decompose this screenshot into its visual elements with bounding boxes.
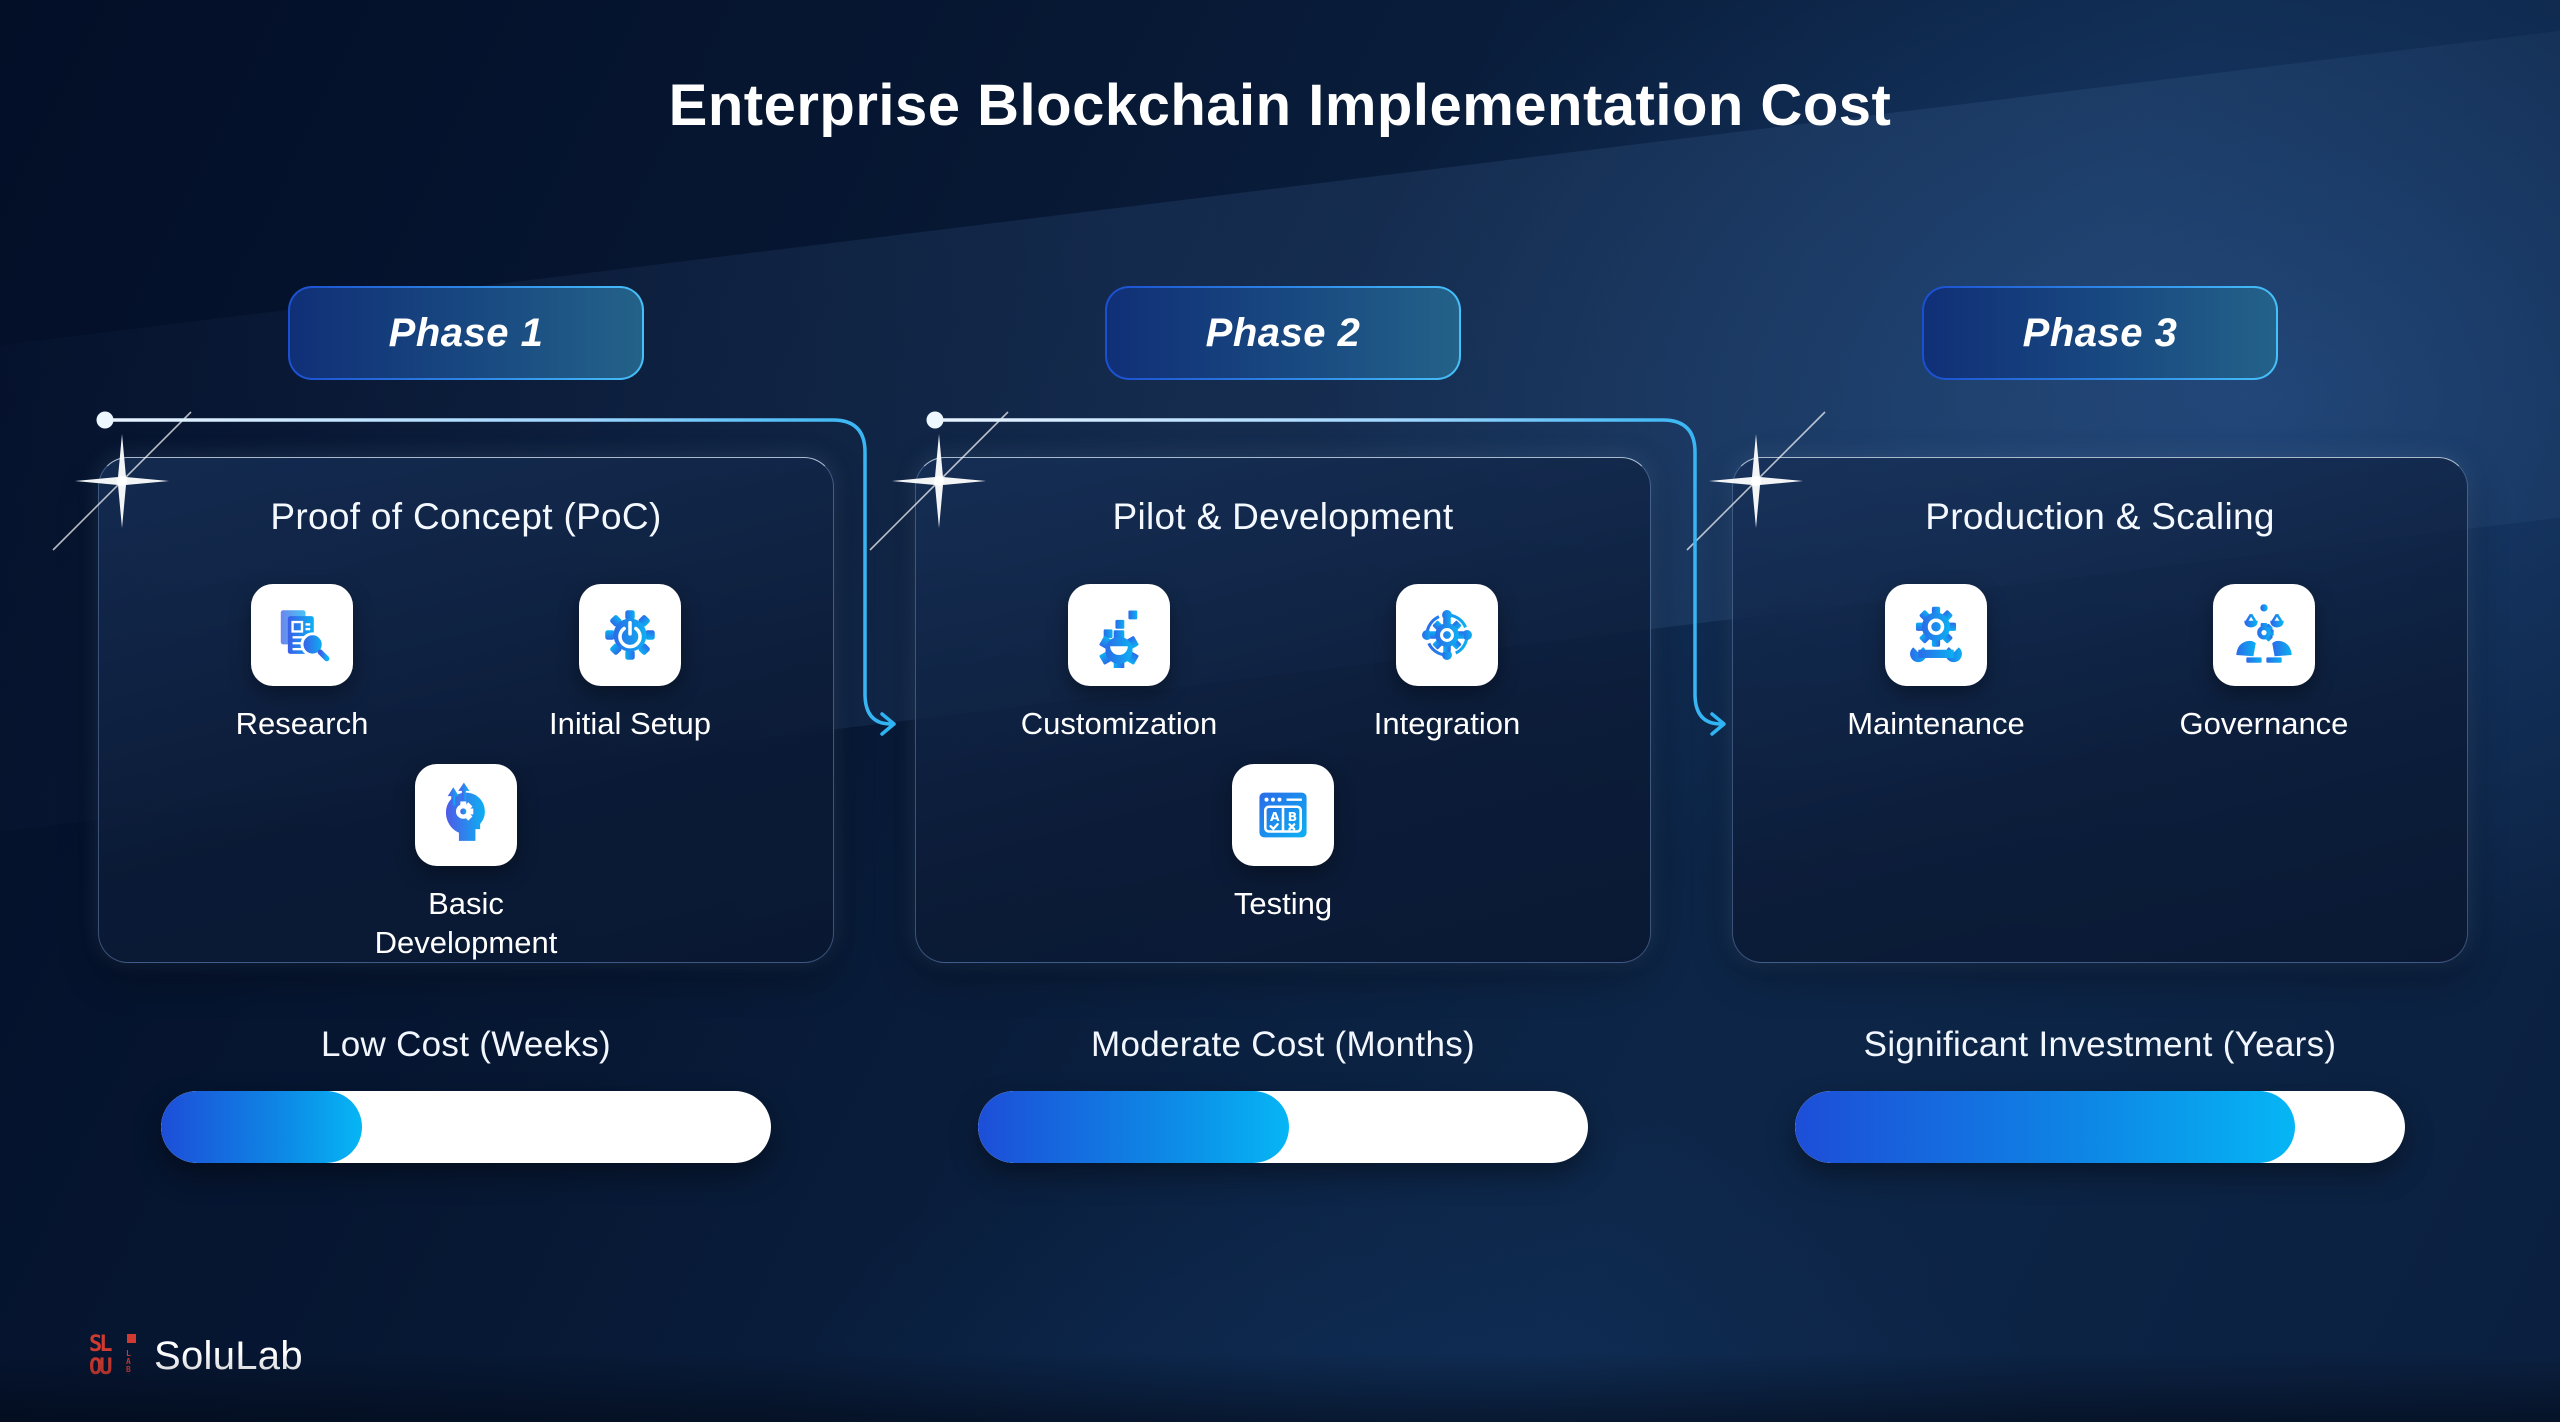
icon-tile (1396, 584, 1498, 686)
basic-development-icon (445, 782, 485, 841)
icon-row: Research (99, 584, 833, 744)
item-label: Research (235, 706, 369, 741)
svg-text:SL: SL (89, 1332, 112, 1357)
testing-icon: A B (1259, 792, 1307, 838)
phase-2-column: Phase 2 Pilot & Development (869, 286, 1651, 1163)
item-label: Basic Development (374, 885, 558, 961)
card-title: Pilot & Development (1112, 496, 1454, 537)
integration-icon (1422, 610, 1472, 660)
progress-track (1795, 1091, 2405, 1163)
progress-fill (1795, 1091, 2296, 1163)
card-item: Customization (955, 584, 1283, 744)
svg-text:B: B (126, 1365, 131, 1374)
page-title: Enterprise Blockchain Implementation Cos… (668, 73, 1892, 138)
phase-3-badge: Phase 3 (1922, 286, 2278, 380)
maintenance-icon (1910, 606, 1962, 663)
card-item: A B Testing (1119, 763, 1447, 924)
icon-tile (1068, 584, 1170, 686)
progress-fill (161, 1091, 363, 1163)
card-item: Governance (2100, 584, 2428, 744)
svg-text:B: B (1288, 810, 1297, 824)
item-label: Maintenance (1847, 706, 2025, 741)
cost-label: Significant Investment (Years) (1863, 1025, 2337, 1064)
progress-track (978, 1091, 1588, 1163)
card-item: Research (138, 584, 466, 744)
icon-tile (1885, 584, 1987, 686)
progress-fill (978, 1091, 1290, 1163)
icon-tile (579, 584, 681, 686)
card-item: Initial Setup (466, 584, 794, 744)
item-label: Testing (1233, 885, 1333, 921)
phase-2-badge: Phase 2 (1105, 286, 1461, 380)
card-title: Production & Scaling (1925, 496, 2275, 537)
research-icon (280, 610, 330, 662)
icon-row: A B Testing (916, 763, 1650, 924)
phase-1-badge: Phase 1 (288, 286, 644, 380)
item-label: Customization (1020, 706, 1218, 741)
svg-text:OU: OU (89, 1355, 112, 1380)
phase-1-column: Phase 1 Proof of Concept (PoC) (52, 286, 834, 1163)
phase-2-card: Pilot & Development (869, 411, 1651, 963)
footer: SL OU L A B SoluLab (88, 1330, 303, 1382)
item-label: Integration (1373, 706, 1521, 741)
icon-tile (251, 584, 353, 686)
cost-label: Moderate Cost (Months) (1091, 1025, 1475, 1064)
bottom-shade-decoration (0, 1352, 2560, 1422)
initial-setup-icon (605, 610, 655, 660)
icon-row: Customization (916, 584, 1650, 744)
phase-1-card: Proof of Concept (PoC) (52, 411, 834, 963)
card-item: Basic Development (302, 763, 630, 963)
icon-row: Maintenance (1733, 584, 2467, 744)
card-title: Proof of Concept (PoC) (270, 496, 662, 537)
customization-icon (1096, 610, 1142, 668)
solulab-logo-icon: SL OU L A B (89, 1332, 136, 1380)
cost-label: Low Cost (Weeks) (320, 1025, 612, 1064)
progress-track (161, 1091, 771, 1163)
icon-row: Basic Development (99, 763, 833, 963)
icon-tile (2213, 584, 2315, 686)
item-label: Initial Setup (549, 706, 711, 741)
svg-text:A: A (1270, 810, 1280, 824)
phase-3-column: Phase 3 Production & Scaling (1686, 286, 2468, 1163)
icon-tile: A B (1232, 763, 1334, 866)
icon-tile (415, 763, 517, 866)
item-label: Governance (2179, 706, 2349, 741)
brand-name: SoluLab (154, 1333, 303, 1378)
card-item: Integration (1283, 584, 1611, 744)
card-item: Maintenance (1772, 584, 2100, 744)
phase-3-card: Production & Scaling (1686, 411, 2468, 963)
governance-icon (2236, 604, 2292, 663)
